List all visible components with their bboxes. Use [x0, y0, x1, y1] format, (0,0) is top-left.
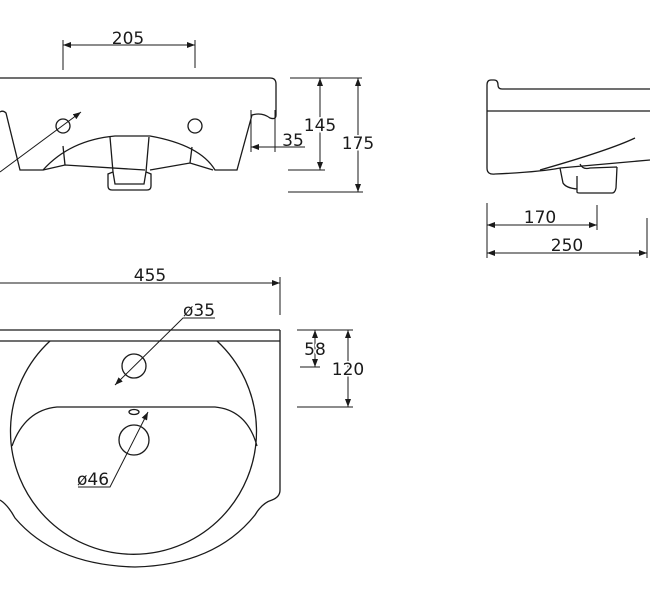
dim-label: 170	[524, 208, 556, 228]
dim-label: ø46	[77, 470, 109, 490]
dim-waste-hole: ø46	[77, 411, 149, 490]
dim-label: 120	[332, 360, 364, 380]
dim-35: 35	[250, 110, 305, 152]
front-view: 205 35 145 175	[0, 29, 376, 193]
dim-label: 205	[112, 29, 144, 49]
dim-145: 145	[288, 77, 362, 171]
dim-label: 250	[551, 236, 583, 256]
dim-175: 175	[288, 78, 376, 193]
basin-inner	[11, 406, 258, 447]
bowl-outer	[9, 340, 258, 555]
dim-label: 455	[134, 266, 166, 286]
dim-58: 58	[297, 329, 353, 368]
dim-label: 175	[342, 134, 374, 154]
dim-205: 205	[62, 29, 196, 70]
waste-hole	[118, 424, 150, 456]
side-view: 170 250	[486, 79, 650, 258]
dim-label: 35	[282, 131, 304, 151]
dim-120: 120	[297, 330, 366, 408]
dim-170: 170	[486, 203, 598, 258]
dim-label: 58	[304, 340, 326, 360]
dim-label: ø35	[183, 301, 215, 321]
dim-tap-hole: ø35	[114, 301, 215, 386]
dim-label: 145	[304, 116, 336, 136]
front-outline	[0, 77, 277, 171]
tap-hole-right	[187, 118, 203, 134]
tap-hole-left	[55, 118, 71, 134]
top-view: 455 ø35 ø46 58 120	[0, 266, 366, 568]
overflow-slot	[128, 408, 140, 416]
dim-455: 455	[0, 266, 281, 315]
dim-250: 250	[487, 218, 648, 258]
top-outline	[0, 330, 281, 568]
front-drain	[107, 136, 152, 191]
tap-hole	[121, 353, 147, 379]
front-bowl-lower	[42, 162, 214, 171]
side-outline	[486, 79, 650, 175]
